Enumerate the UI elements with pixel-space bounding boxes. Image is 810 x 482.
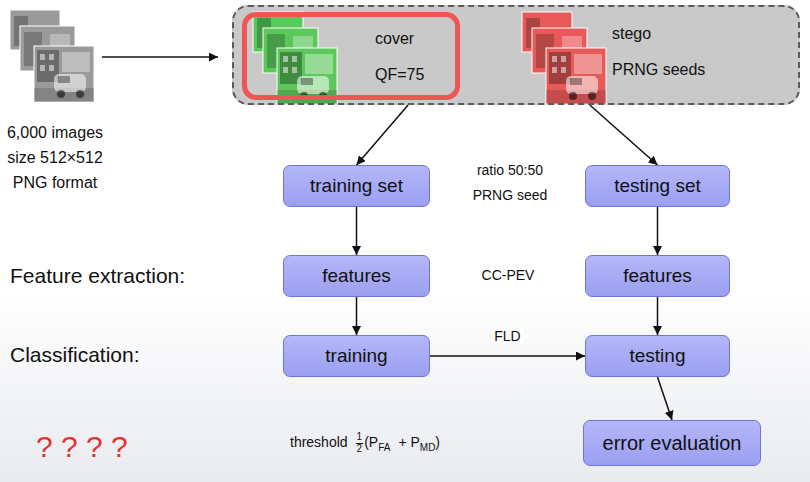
annotation: 2 bbox=[356, 443, 364, 455]
arrow-connector bbox=[356, 297, 358, 335]
arrow-connector bbox=[658, 377, 673, 420]
process-box: features bbox=[585, 255, 730, 297]
annotation: size 512×512 bbox=[7, 149, 103, 167]
node-text: testing set bbox=[614, 175, 701, 197]
node-text: features bbox=[623, 265, 692, 287]
process-box: testing bbox=[585, 335, 730, 377]
arrow-connector bbox=[430, 355, 585, 357]
annotation: 1 bbox=[357, 432, 363, 443]
dataset-panel: coverQF=75 stegoPRNG seeds bbox=[232, 5, 800, 105]
annotation: FA bbox=[378, 442, 390, 453]
node-text: cover bbox=[375, 30, 424, 48]
annotation: + P bbox=[398, 434, 419, 450]
node-text: training set bbox=[310, 175, 403, 197]
process-box: error evaluation bbox=[583, 420, 761, 466]
annotation: 6,000 images bbox=[7, 124, 103, 142]
node-text: training bbox=[325, 345, 387, 367]
threshold-note: threshold 12(PFA + PMD) bbox=[290, 432, 440, 454]
arrow-connector bbox=[657, 207, 659, 255]
node-text: PRNG seeds bbox=[612, 61, 705, 79]
annotation: ratio 50:50 bbox=[477, 162, 543, 178]
process-box: testing set bbox=[585, 165, 730, 207]
node-text: stego bbox=[612, 25, 705, 43]
arrow-connector bbox=[357, 105, 409, 165]
arrow-connector bbox=[356, 207, 358, 255]
annotation: Feature extraction: bbox=[10, 264, 185, 288]
arrow-connector bbox=[590, 105, 658, 165]
annotation: PRNG seed bbox=[473, 187, 548, 203]
node-text: testing bbox=[630, 345, 686, 367]
annotation: threshold bbox=[290, 434, 348, 450]
annotation: PNG format bbox=[13, 174, 97, 192]
stego-panel: stegoPRNG seeds bbox=[510, 12, 795, 100]
annotation: ? ? ? ? bbox=[36, 430, 128, 464]
process-box: training set bbox=[283, 165, 430, 207]
process-box: training bbox=[283, 335, 430, 377]
process-box: features bbox=[283, 255, 430, 297]
annotation: ) bbox=[435, 434, 440, 450]
annotation: CC-PEV bbox=[482, 267, 535, 283]
node-text: error evaluation bbox=[603, 432, 742, 455]
annotation: MD bbox=[420, 442, 436, 453]
fraction: 12 bbox=[356, 432, 364, 454]
node-text: features bbox=[322, 265, 391, 287]
node-text: QF=75 bbox=[375, 66, 424, 84]
annotation: (P bbox=[364, 434, 378, 450]
cover-panel: coverQF=75 bbox=[242, 12, 460, 100]
arrow-connector bbox=[657, 297, 659, 335]
edge-label: FLD bbox=[492, 328, 522, 344]
annotation: Classification: bbox=[10, 343, 140, 367]
